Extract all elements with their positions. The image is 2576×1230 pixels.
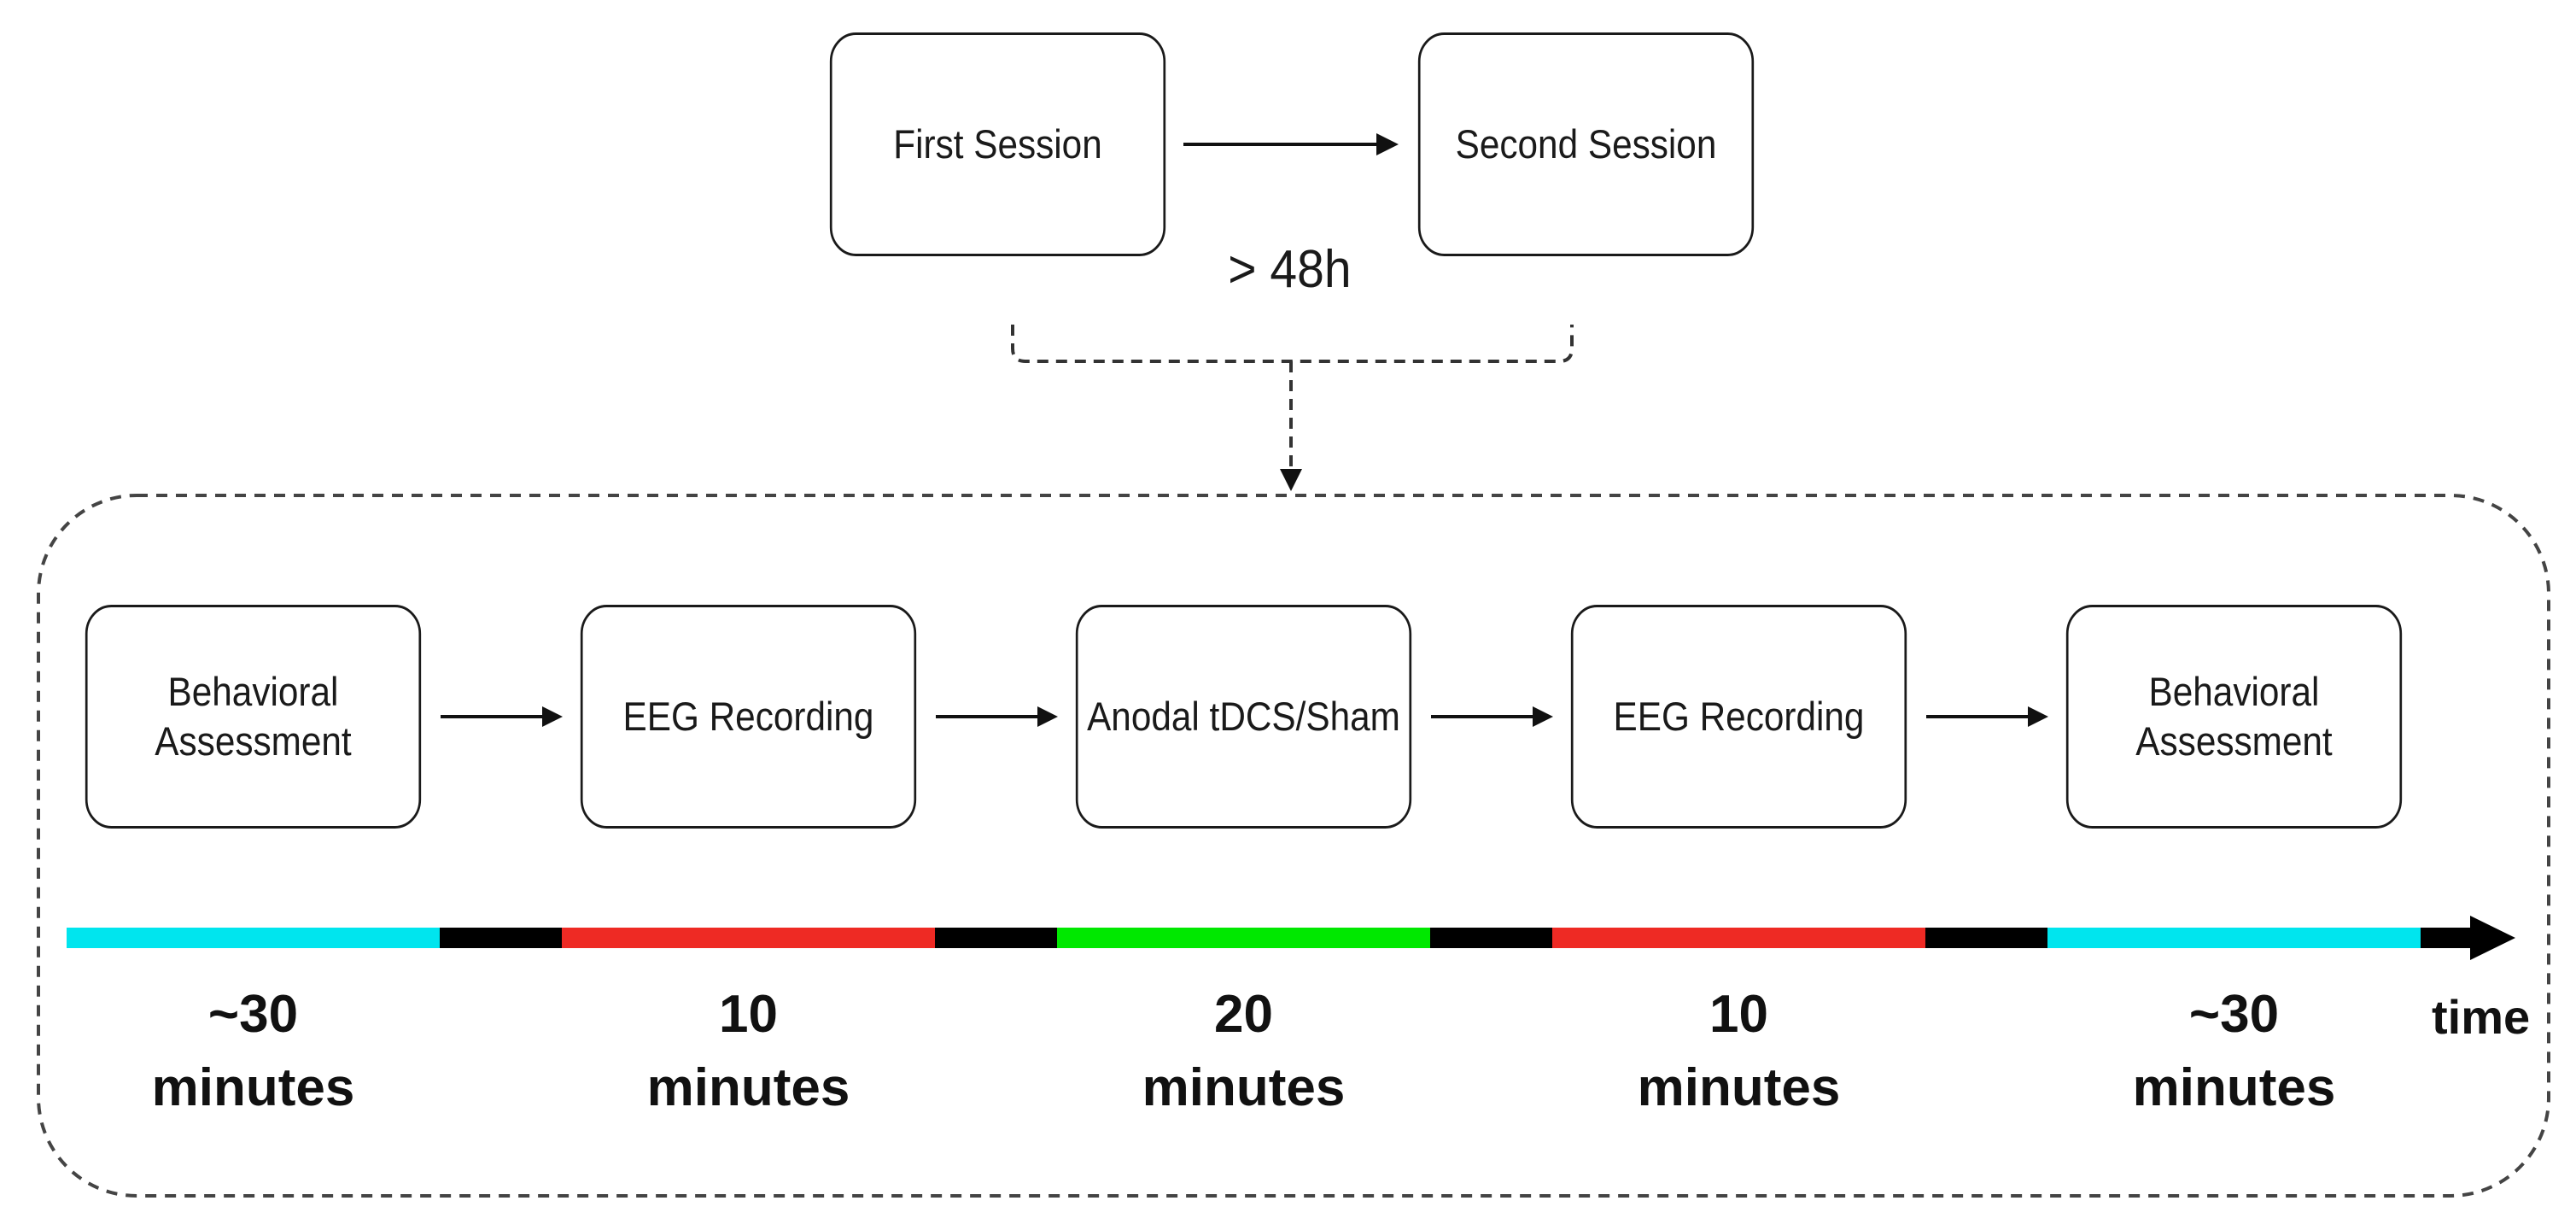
step-label: Behavioral Assessment [2135,669,2333,764]
duration-label: ~30 minutes [2132,985,2336,1117]
timeline-arrow-head [2470,916,2515,960]
session-bracket [1011,325,1574,363]
step-label: Anodal tDCS/Sham [1087,694,1400,739]
step-box-eeg-pre: EEG Recording [580,605,917,829]
session-gap-text: > 48h [1227,240,1352,299]
step-box-eeg-post: EEG Recording [1570,605,1907,829]
second-session-label: Second Session [1455,121,1717,167]
duration-label: 10 minutes [1637,985,1841,1117]
step-box-behavioral-post: Behavioral Assessment [2065,605,2403,829]
first-session-label: First Session [893,121,1102,167]
step-box-tdcs: Anodal tDCS/Sham [1075,605,1412,829]
timeline-segment [1057,928,1430,948]
step-label: EEG Recording [622,694,874,739]
timeline-segment [67,928,440,948]
timeline-segment [2047,928,2421,948]
duration-label: 20 minutes [1142,985,1346,1117]
session-procedure-container [37,494,2550,1198]
timeline-segment [562,928,935,948]
time-axis-label: time [2432,990,2531,1044]
step-arrow-head [542,706,563,727]
step-arrow-head [1533,706,1553,727]
timeline-segment [1552,928,1925,948]
first-session-box: First Session [829,32,1166,256]
duration-label: ~30 minutes [151,985,355,1117]
step-arrows [441,706,2048,727]
timeline [67,928,2476,948]
session-arrow-head [1376,133,1399,155]
step-label: EEG Recording [1613,694,1865,739]
second-session-box: Second Session [1417,32,1755,256]
step-label: Behavioral Assessment [155,669,352,764]
step-box-behavioral-pre: Behavioral Assessment [85,605,422,829]
step-arrow-head [1037,706,1058,727]
bracket-arrow-head [1280,469,1302,491]
duration-label: 10 minutes [646,985,850,1117]
step-arrow-head [2028,706,2048,727]
